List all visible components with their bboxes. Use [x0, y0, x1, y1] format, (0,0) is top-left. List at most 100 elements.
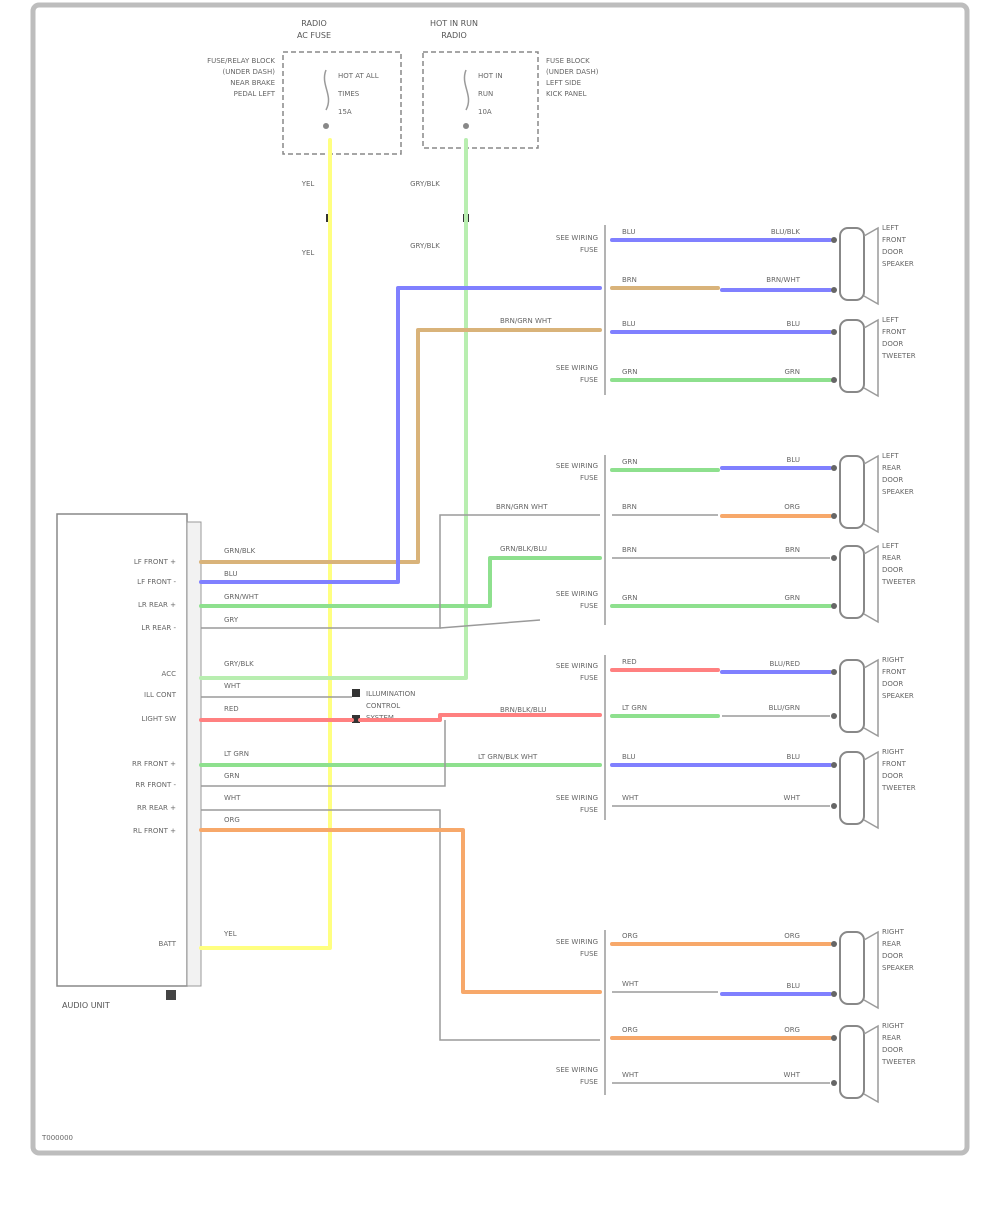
speaker-left-rear-door-tweeter: LEFT REAR DOOR TWEETER — [831, 542, 916, 624]
speaker-terminal — [831, 803, 837, 809]
speaker-terminal — [831, 1080, 837, 1086]
wire-gray-rr-front-minus — [201, 720, 446, 787]
spk-wire-out: BLU/RED — [769, 660, 800, 668]
spk-wire-in: GRN — [622, 594, 638, 602]
pin-label-light-sw: LIGHT SW — [141, 715, 176, 723]
pin-label-lr-rear-plus: LR REAR + — [138, 601, 176, 609]
speaker-name: SPEAKER — [882, 692, 914, 700]
speaker-terminal — [831, 762, 837, 768]
speaker-name: DOOR — [882, 248, 903, 256]
spk-wire-out: ORG — [784, 503, 800, 511]
spk-wire-out: BRN — [785, 546, 800, 554]
spk-wire-out: BLU — [787, 456, 800, 464]
fuse-terminal — [323, 123, 329, 129]
junction-label: FUSE — [580, 674, 598, 682]
speaker-name: FRONT — [882, 760, 907, 768]
pin-wire-rr-front-plus: LT GRN — [224, 750, 249, 758]
spk-wire-out: GRN — [784, 368, 800, 376]
pin-wire-lr-rear-plus: GRN/WHT — [224, 593, 259, 601]
pin-label-rr-front-plus: RR FRONT + — [132, 760, 176, 768]
mid-wire-label: BRN/GRN WHT — [500, 317, 552, 325]
mid-wire-label: BRN/GRN WHT — [496, 503, 548, 511]
wire-orange-rl-front-plus — [199, 828, 602, 994]
junction-label: SEE WIRING — [556, 662, 598, 670]
pin-label-ill-cont: ILL CONT — [144, 691, 177, 699]
spk-wire-in: RED — [622, 658, 637, 666]
speakers: LEFT FRONT DOOR SPEAKER LEFT FRONT DOOR … — [831, 224, 916, 1104]
junction-label: FUSE — [580, 246, 598, 254]
speaker-name: REAR — [882, 1034, 901, 1042]
speaker-cone — [863, 544, 879, 624]
hot-run-inside-2: RUN — [478, 90, 493, 98]
speaker-name: LEFT — [882, 542, 899, 550]
spk-wire-in: BRN — [622, 503, 637, 511]
speaker-terminal — [831, 555, 837, 561]
wire-gray-stub — [439, 619, 541, 629]
junction-label: SEE WIRING — [556, 938, 598, 946]
spk-wire-in: ORG — [622, 932, 638, 940]
spk-wire-out: BLU — [787, 320, 800, 328]
spk-wire-in: BRN — [622, 546, 637, 554]
speaker-terminal — [831, 603, 837, 609]
speaker-body — [839, 931, 865, 1005]
illum-label-1: ILLUMINATION — [366, 690, 415, 698]
speaker-name: RIGHT — [882, 928, 905, 936]
spk-wire-in: LT GRN — [622, 704, 647, 712]
hot-run-right-2: (UNDER DASH) — [546, 68, 599, 76]
speaker-name: SPEAKER — [882, 488, 914, 496]
junction-label: FUSE — [580, 1078, 598, 1086]
speaker-name: FRONT — [882, 668, 907, 676]
yellow-wire-label-2: YEL — [301, 249, 315, 257]
spk-wire-out: GRN — [784, 594, 800, 602]
speaker-cone — [863, 750, 879, 830]
wire-violet-lf-front-minus — [199, 286, 602, 584]
hot-run-right-1: FUSE BLOCK — [546, 57, 590, 65]
mid-wire-label: GRN/BLK/BLU — [500, 545, 547, 553]
pin-wire-light-sw: RED — [224, 705, 239, 713]
speaker-right-rear-door-tweeter: RIGHT REAR DOOR TWEETER — [831, 1022, 916, 1104]
pin-wire-batt: YEL — [223, 930, 237, 938]
junction-label: FUSE — [580, 950, 598, 958]
ground-symbol — [166, 990, 176, 1000]
illum-marker — [352, 689, 360, 697]
speaker-name: DOOR — [882, 1046, 903, 1054]
junction-label: FUSE — [580, 474, 598, 482]
wire-tan-lf-front-plus — [199, 328, 602, 564]
speaker-name: DOOR — [882, 566, 903, 574]
pin-label-batt: BATT — [159, 940, 177, 948]
speaker-wires — [610, 238, 832, 1084]
illumination-control-label: ILLUMINATION CONTROL SYSTEM — [352, 689, 415, 723]
spk-wire-in: GRN — [622, 368, 638, 376]
spk-wire-out: BLU/GRN — [769, 704, 800, 712]
pin-wire-rr-front-minus: GRN — [224, 772, 240, 780]
audio-pin-wire-labels: GRN/BLK BLU GRN/WHT GRY GRY/BLK WHT RED … — [223, 547, 259, 938]
speaker-right-rear-door-speaker: RIGHT REAR DOOR SPEAKER — [831, 928, 914, 1010]
speaker-name: RIGHT — [882, 656, 905, 664]
speaker-terminal — [831, 941, 837, 947]
mid-wire-label: BRN/BLK/BLU — [500, 706, 546, 714]
gray-wire-label-2: GRY/BLK — [410, 242, 440, 250]
speaker-name: TWEETER — [881, 352, 916, 360]
audio-unit-label: AUDIO UNIT — [62, 1001, 110, 1010]
fuse-symbol — [323, 69, 330, 111]
hot-run-title-1: HOT IN RUN — [430, 19, 478, 28]
speaker-name: LEFT — [882, 316, 899, 324]
speaker-terminal — [831, 287, 837, 293]
spk-wire-out: ORG — [784, 1026, 800, 1034]
spk-wire-out: ORG — [784, 932, 800, 940]
spk-wire-in: ORG — [622, 1026, 638, 1034]
speaker-body — [839, 227, 865, 301]
hot-run-inside-3: 10A — [478, 108, 492, 116]
yellow-wire-label-1: YEL — [301, 180, 315, 188]
gray-wire-label-1: GRY/BLK — [410, 180, 440, 188]
speaker-terminal — [831, 513, 837, 519]
spk-wire-in: BLU — [622, 320, 635, 328]
pin-wire-ill-cont: WHT — [224, 682, 241, 690]
speaker-cone — [863, 930, 879, 1010]
pin-wire-lf-front-plus: GRN/BLK — [224, 547, 256, 555]
hot-run-fuse-group: HOT IN RUN RADIO HOT IN RUN 10A FUSE BLO… — [422, 19, 599, 149]
speaker-name: DOOR — [882, 476, 903, 484]
pin-wire-lr-rear-minus: GRY — [224, 616, 239, 624]
speaker-name: REAR — [882, 464, 901, 472]
pin-label-lf-front-plus: LF FRONT + — [134, 558, 176, 566]
